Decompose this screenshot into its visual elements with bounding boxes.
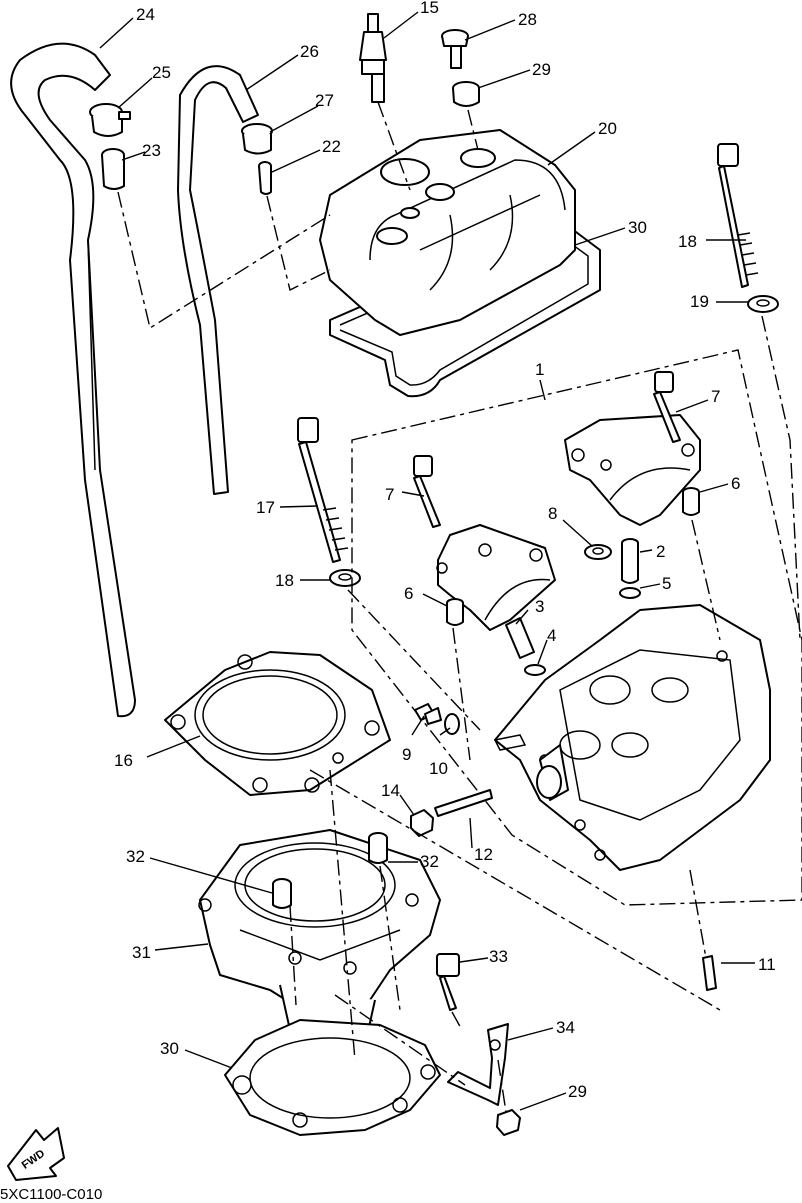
- callout-30: 30: [160, 1039, 179, 1058]
- callout-9: 9: [402, 745, 411, 764]
- cylinder-head-gasket-15: [164, 651, 391, 796]
- callout-34: 34: [556, 1018, 575, 1037]
- callout-7-left: 7: [385, 485, 394, 504]
- dowel-32-left: [272, 878, 292, 909]
- bolt-7-right: [653, 371, 681, 443]
- bolt-31: [496, 1109, 521, 1136]
- bracket-34: [447, 1023, 509, 1106]
- stud-11: [702, 955, 717, 991]
- washer-18-right: [747, 295, 779, 313]
- callout-21: 23: [142, 141, 161, 160]
- bolt-9: [414, 703, 442, 725]
- callout-3: 3: [535, 597, 544, 616]
- joint-21: [101, 148, 125, 190]
- dowel-6-left: [446, 598, 464, 626]
- callout-18-right: 19: [690, 292, 709, 311]
- bolt-17: [717, 143, 759, 288]
- callout-22: 24: [136, 5, 155, 24]
- callout-14: 15: [420, 0, 439, 17]
- callout-32-left: 32: [126, 847, 145, 866]
- clamp-23: [89, 103, 131, 137]
- callout-33: 33: [489, 947, 508, 966]
- drawing-code: 5XC1100-C010: [0, 1186, 102, 1203]
- callout-20: 22: [322, 137, 341, 156]
- callout-1: 1: [535, 360, 544, 379]
- callout-17: 18: [678, 232, 697, 251]
- camshaft-cap-7-left: [436, 524, 556, 631]
- joint-20: [258, 161, 272, 195]
- callout-5: 5: [662, 574, 671, 593]
- sleeve-2: [621, 538, 639, 584]
- callout-18-left: 18: [275, 571, 294, 590]
- callout-2: 2: [656, 542, 665, 561]
- callout-6-left: 6: [404, 584, 413, 603]
- cap-8: [584, 544, 612, 560]
- sleeve-3: [505, 617, 535, 659]
- callout-7-right: 7: [711, 387, 720, 406]
- assembly-1-boundary: [351, 349, 802, 906]
- spark-plug-14: [359, 13, 387, 103]
- o-ring-4: [524, 664, 546, 676]
- callout-4: 4: [547, 626, 556, 645]
- assembly-lines: [117, 101, 801, 1113]
- callout-23: 25: [152, 63, 171, 82]
- leader-lines: [99, 11, 755, 1111]
- callout-28: 30: [628, 218, 647, 237]
- bolt-7-left: [413, 455, 441, 528]
- callout-8: 8: [548, 504, 557, 523]
- clamp-25: [241, 123, 273, 155]
- callout-labels: 24 25 23 26 27 22 15 28 29 20 30 18 19 1…: [114, 0, 776, 1101]
- callout-15: 16: [114, 751, 133, 770]
- washer-10: [444, 713, 460, 735]
- breather-hose-24: [177, 65, 259, 495]
- callout-24: 26: [300, 42, 319, 61]
- bolt-26: [441, 29, 469, 69]
- cylinder-base-gasket-30: [224, 1019, 441, 1136]
- bolt-16: [297, 417, 349, 563]
- gasket-27: [452, 81, 480, 107]
- cylinder-head-1: [493, 604, 771, 871]
- callout-31: 29: [568, 1082, 587, 1101]
- callout-10: 10: [429, 759, 448, 778]
- bolt-33: [436, 953, 460, 1011]
- camshaft-cap-7-right: [564, 414, 701, 526]
- cylinder-head-cover-19: [319, 129, 576, 336]
- washer-18-left: [329, 569, 361, 587]
- fwd-arrow-icon: FWD: [7, 1127, 65, 1181]
- callout-6-right: 6: [731, 474, 740, 493]
- callout-32-right: 32: [420, 852, 439, 871]
- breather-hose-22: [10, 42, 136, 718]
- callout-25: 27: [315, 91, 334, 110]
- callout-19: 20: [598, 119, 617, 138]
- callout-13: 14: [381, 781, 400, 800]
- stud-12: [434, 789, 493, 817]
- dowel-6-right: [682, 487, 700, 516]
- callout-16: 17: [256, 498, 275, 517]
- o-ring-5: [619, 587, 641, 599]
- callout-12: 12: [474, 845, 493, 864]
- callout-26: 28: [518, 10, 537, 29]
- nut-13: [410, 809, 434, 837]
- dowel-32-right: [368, 832, 388, 864]
- callout-11: 11: [758, 955, 776, 974]
- callout-27: 29: [532, 60, 551, 79]
- callout-29: 31: [132, 943, 151, 962]
